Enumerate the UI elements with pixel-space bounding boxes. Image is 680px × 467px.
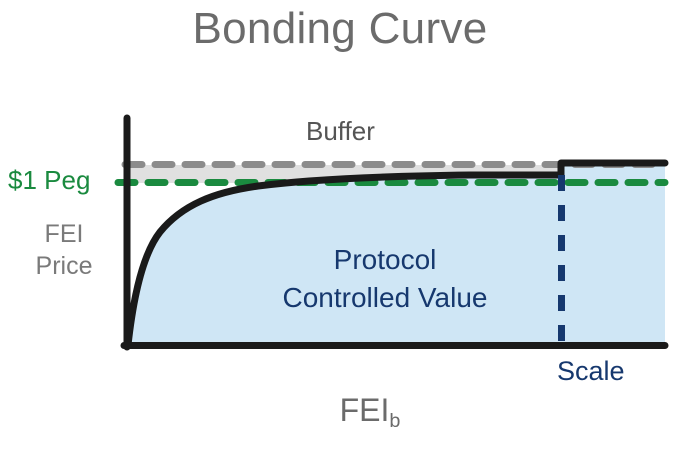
peg-price-label: $1 Peg	[8, 165, 91, 195]
x-axis-label-main: FEI	[339, 392, 390, 428]
buffer-annotation-label: Buffer	[306, 116, 375, 146]
y-axis-label-line-1: FEI	[44, 220, 84, 248]
scale-annotation-label: Scale	[557, 356, 625, 386]
protocol-controlled-value-label: Protocol Controlled Value	[250, 241, 520, 316]
y-axis-label: FEI Price	[12, 218, 116, 282]
x-axis-label-subscript: b	[389, 409, 401, 432]
chart-title: Bonding Curve	[192, 4, 488, 53]
y-axis-label-line-2: Price	[35, 252, 93, 280]
x-axis-label: FEIb	[265, 392, 475, 431]
pcv-label-line-2: Controlled Value	[282, 281, 488, 313]
pcv-label-line-1: Protocol	[333, 244, 437, 275]
pcv-area-fill	[128, 163, 665, 345]
bonding-curve-line	[124, 159, 669, 349]
